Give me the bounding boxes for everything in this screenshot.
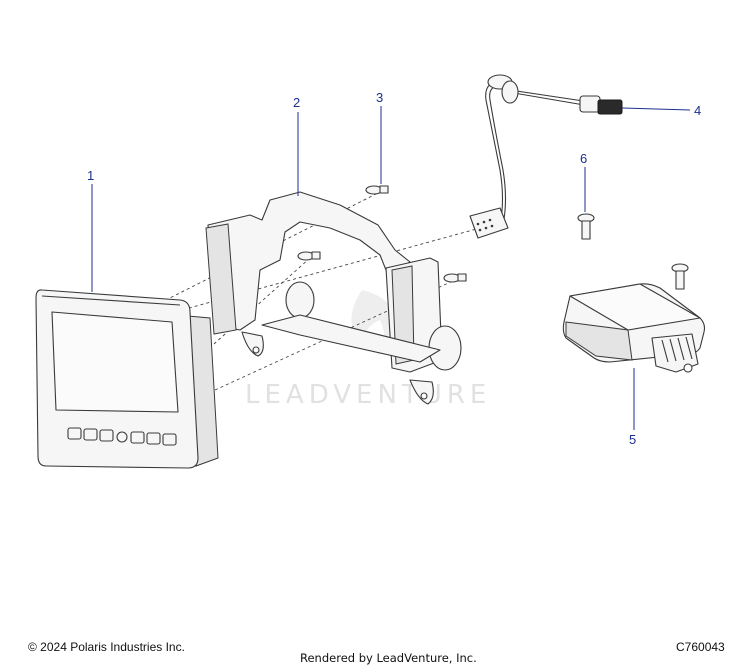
connector-pins xyxy=(476,218,494,232)
screw-icon xyxy=(365,185,389,195)
callout-leaders xyxy=(91,106,691,430)
callout-6[interactable]: 6 xyxy=(580,151,587,166)
callout-labels: 1 2 3 4 5 6 xyxy=(87,90,701,447)
screw-icon xyxy=(671,263,689,290)
screw-icon xyxy=(577,213,595,240)
part-screws-bracket[interactable] xyxy=(297,185,467,283)
callout-2[interactable]: 2 xyxy=(293,95,300,110)
callout-5[interactable]: 5 xyxy=(629,432,636,447)
footer-diagram-code: C760043 xyxy=(676,640,725,654)
part-bracket[interactable] xyxy=(205,191,462,405)
callout-1[interactable]: 1 xyxy=(87,168,94,183)
watermark-text: LEADVENTURE xyxy=(245,380,491,410)
part-display[interactable] xyxy=(35,289,219,469)
screw-icon xyxy=(297,251,321,261)
module-ribs xyxy=(661,336,693,363)
footer-rendered-by: Rendered by LeadVenture, Inc. xyxy=(300,651,477,665)
part-screws-module[interactable] xyxy=(577,213,689,290)
callout-3[interactable]: 3 xyxy=(376,90,383,105)
part-harness[interactable] xyxy=(469,74,623,239)
screw-icon xyxy=(443,273,467,283)
footer-copyright: © 2024 Polaris Industries Inc. xyxy=(28,640,185,654)
display-buttons xyxy=(67,427,177,446)
callout-4[interactable]: 4 xyxy=(694,103,701,118)
part-module[interactable] xyxy=(562,283,706,373)
